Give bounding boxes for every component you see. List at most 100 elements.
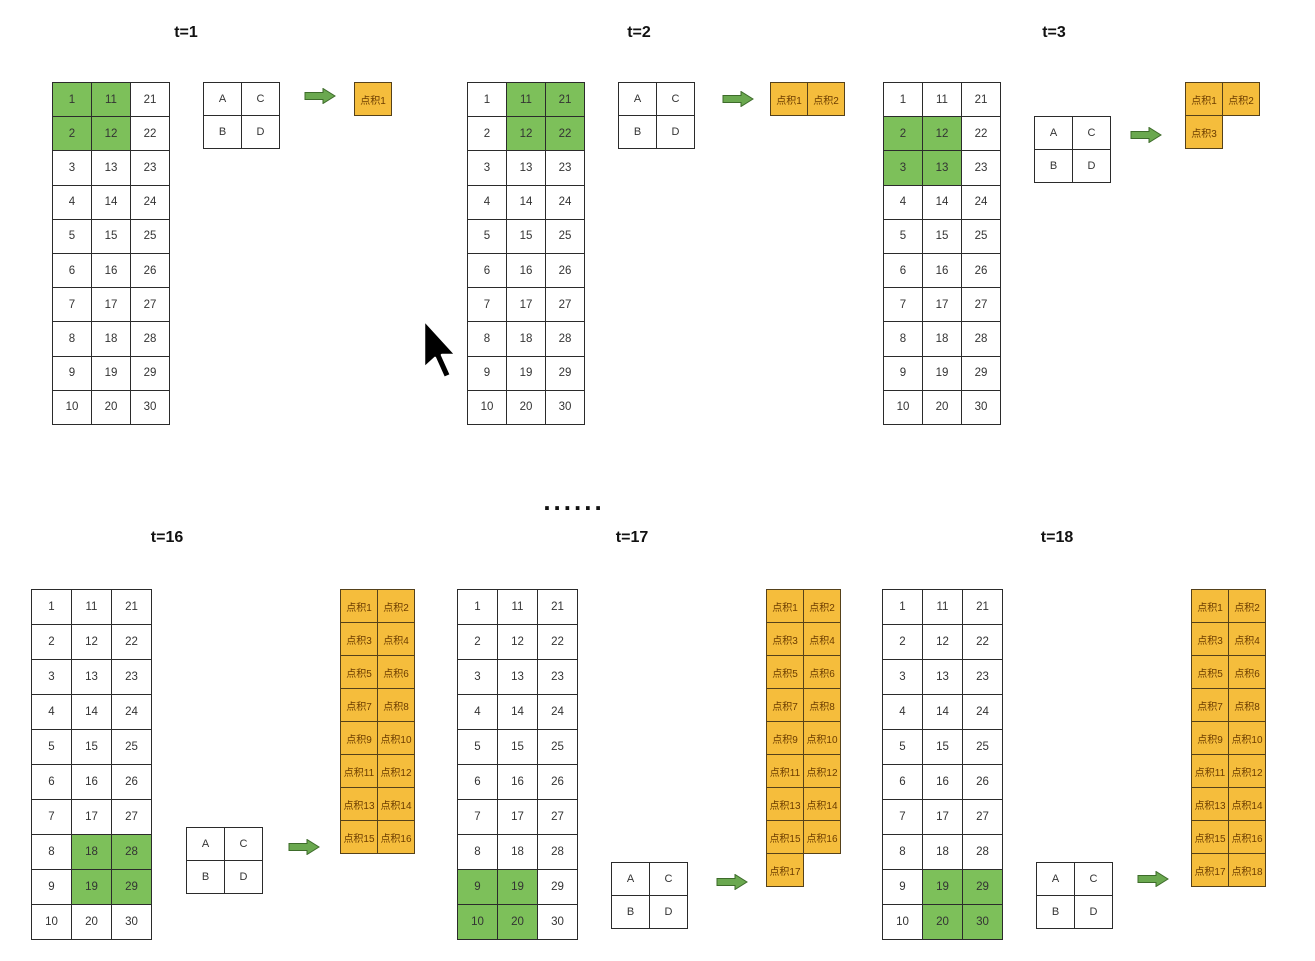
dot-product-cell: 点积12 xyxy=(377,754,415,788)
matrix-cell: 20 xyxy=(497,904,538,940)
matrix-cell: 18 xyxy=(91,321,131,357)
matrix-cell: 2 xyxy=(882,624,923,660)
matrix-cell: 29 xyxy=(961,355,1001,391)
matrix-cell: 2 xyxy=(457,624,498,660)
matrix-cell: 16 xyxy=(71,764,112,800)
dot-product-cell: 点积6 xyxy=(377,655,415,689)
matrix-cell: 13 xyxy=(922,150,962,186)
matrix-cell: 6 xyxy=(882,764,923,800)
kernel-cell: C xyxy=(241,82,280,116)
arrow-right-icon xyxy=(1137,871,1169,887)
matrix-cell: 29 xyxy=(545,355,585,391)
ellipsis: ...... xyxy=(543,486,605,516)
dot-product-cell: 点积12 xyxy=(803,754,841,788)
dot-product-cell: 点积3 xyxy=(1191,622,1229,656)
matrix-cell: 14 xyxy=(71,694,112,730)
matrix-cell: 3 xyxy=(467,150,507,186)
matrix-cell: 28 xyxy=(537,834,578,870)
dot-product-cell: 点积1 xyxy=(770,82,808,116)
empty-cell xyxy=(804,854,841,887)
matrix-cell: 23 xyxy=(537,659,578,695)
matrix-cell: 2 xyxy=(883,116,923,152)
kernel-cell: C xyxy=(224,827,263,861)
dot-product-cell: 点积8 xyxy=(377,688,415,722)
matrix-cell: 8 xyxy=(882,834,923,870)
matrix-cell: 5 xyxy=(882,729,923,765)
matrix-cell: 15 xyxy=(922,218,962,254)
matrix-cell: 12 xyxy=(497,624,538,660)
matrix-cell: 21 xyxy=(545,81,585,118)
matrix-cell: 23 xyxy=(111,659,152,695)
matrix-cell: 30 xyxy=(130,389,170,425)
matrix-cell: 8 xyxy=(467,321,507,357)
step-label: t=1 xyxy=(174,24,198,41)
matrix-cell: 9 xyxy=(883,355,923,391)
matrix-cell: 17 xyxy=(922,799,963,835)
step-label: t=2 xyxy=(627,24,651,41)
matrix-cell: 3 xyxy=(882,659,923,695)
matrix-cell: 8 xyxy=(457,834,498,870)
dot-product-cell: 点积4 xyxy=(377,622,415,656)
matrix-cell: 30 xyxy=(961,389,1001,425)
kernel-cell: B xyxy=(203,115,242,149)
dot-product-cell: 点积1 xyxy=(354,82,392,116)
kernel-cell: B xyxy=(611,895,650,929)
dot-product-cell: 点积2 xyxy=(377,589,415,623)
matrix-cell: 25 xyxy=(130,218,170,254)
matrix-cell: 28 xyxy=(545,321,585,357)
matrix-cell: 27 xyxy=(545,287,585,323)
dot-product-cell: 点积9 xyxy=(340,721,378,755)
matrix-cell: 5 xyxy=(883,218,923,254)
matrix-cell: 19 xyxy=(922,355,962,391)
matrix-cell: 17 xyxy=(71,799,112,835)
dot-product-cell: 点积17 xyxy=(766,853,804,887)
dot-product-cell: 点积1 xyxy=(766,589,804,623)
dot-product-cell: 点积16 xyxy=(803,820,841,854)
empty-cell xyxy=(1223,116,1260,149)
matrix-cell: 23 xyxy=(130,150,170,186)
step-label: t=18 xyxy=(1040,529,1074,546)
dot-product-cell: 点积1 xyxy=(1185,82,1223,116)
arrow-right-icon xyxy=(288,839,320,855)
dot-product-cell: 点积11 xyxy=(1191,754,1229,788)
kernel-cell: A xyxy=(618,82,657,116)
matrix-cell: 25 xyxy=(537,729,578,765)
matrix-cell: 12 xyxy=(91,116,131,152)
matrix-cell: 4 xyxy=(52,184,92,220)
matrix-cell: 6 xyxy=(31,764,72,800)
matrix-cell: 7 xyxy=(883,287,923,323)
matrix-cell: 19 xyxy=(497,869,538,905)
matrix-cell: 5 xyxy=(467,218,507,254)
matrix-cell: 30 xyxy=(537,904,578,940)
matrix-cell: 1 xyxy=(467,81,507,118)
matrix-cell: 13 xyxy=(922,659,963,695)
matrix-cell: 18 xyxy=(506,321,546,357)
dot-product-cell: 点积5 xyxy=(766,655,804,689)
kernel-cell: C xyxy=(649,862,688,896)
matrix-cell: 14 xyxy=(922,694,963,730)
matrix-cell: 4 xyxy=(467,184,507,220)
dot-product-cell: 点积7 xyxy=(766,688,804,722)
kernel-cell: A xyxy=(1034,116,1073,150)
matrix-cell: 21 xyxy=(961,81,1001,118)
dot-product-cell: 点积1 xyxy=(340,589,378,623)
matrix-cell: 7 xyxy=(31,799,72,835)
matrix-cell: 25 xyxy=(962,729,1003,765)
matrix-cell: 16 xyxy=(922,252,962,289)
matrix-cell: 7 xyxy=(882,799,923,835)
matrix-cell: 6 xyxy=(457,764,498,800)
matrix-cell: 28 xyxy=(962,834,1003,870)
matrix-cell: 24 xyxy=(961,184,1001,220)
matrix-cell: 5 xyxy=(31,729,72,765)
matrix-cell: 7 xyxy=(457,799,498,835)
kernel-cell: B xyxy=(1036,895,1075,929)
matrix-cell: 27 xyxy=(130,287,170,323)
kernel-cell: D xyxy=(1074,895,1113,929)
matrix-cell: 6 xyxy=(52,252,92,289)
